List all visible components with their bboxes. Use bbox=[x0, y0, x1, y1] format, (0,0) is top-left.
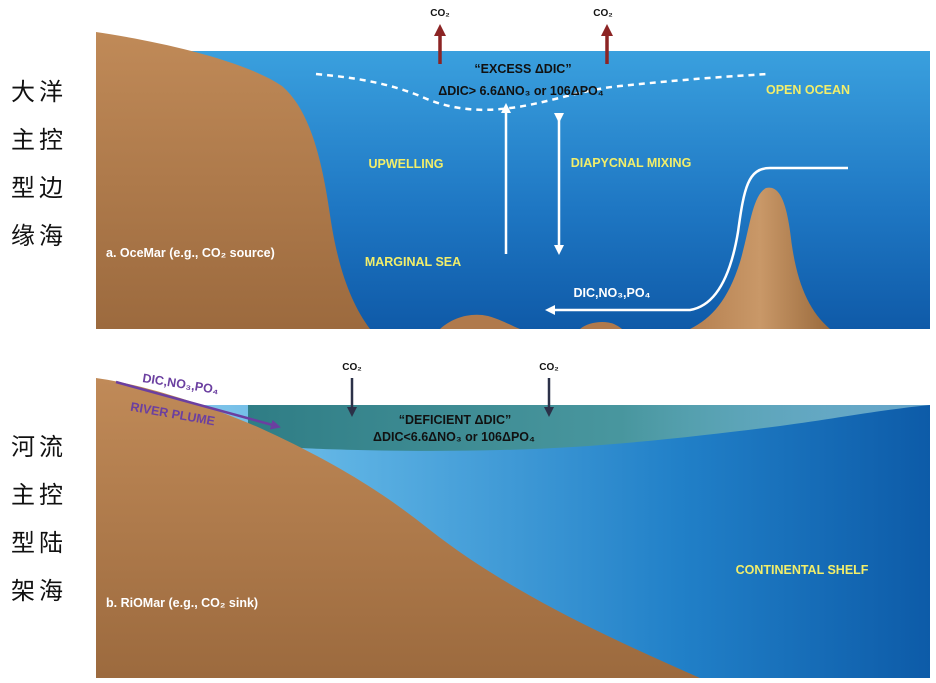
panel-ocean-dominated-margin: CO₂ CO₂ “EXCESS ΔDIC” ΔDIC> 6.6ΔNO₃ or 1… bbox=[96, 8, 930, 329]
upwelling-label: UPWELLING bbox=[369, 157, 444, 171]
side-label-line: 型陆 bbox=[11, 529, 67, 557]
side-label-line: 架海 bbox=[11, 577, 67, 605]
side-label-line: 主控 bbox=[11, 126, 67, 154]
nutrients-label: DIC,NO₃,PO₄ bbox=[573, 286, 650, 300]
deep-inflow-arrow bbox=[545, 166, 848, 315]
deficient-dic-equation: ΔDIC<6.6ΔNO₃ or 106ΔPO₄ bbox=[373, 430, 535, 444]
panel-a-caption: a. OceMar (e.g., CO₂ source) bbox=[106, 246, 275, 260]
continental-landmass bbox=[96, 378, 700, 678]
seabed-bump bbox=[580, 321, 622, 329]
side-label-line: 大洋 bbox=[11, 78, 67, 106]
panel-b-caption: b. RiOMar (e.g., CO₂ sink) bbox=[106, 596, 258, 610]
river-input-arrow bbox=[115, 380, 281, 430]
excess-dic-equation: ΔDIC> 6.6ΔNO₃ or 106ΔPO₄ bbox=[438, 84, 604, 98]
seamount-sill bbox=[690, 187, 830, 329]
side-label-line: 缘海 bbox=[11, 222, 67, 250]
panel-river-dominated-shelf: DIC,NO₃,PO₄ RIVER PLUME CO₂ CO₂ “DEFICIE… bbox=[96, 362, 930, 678]
continental-shelf-label: CONTINENTAL SHELF bbox=[736, 563, 869, 577]
co2-label: CO₂ bbox=[593, 8, 612, 19]
side-label-river-dominated: 河流 主控 型陆 架海 bbox=[6, 423, 72, 615]
excess-dic-title: “EXCESS ΔDIC” bbox=[474, 62, 571, 76]
seabed-bump bbox=[440, 314, 520, 329]
side-label-line: 河流 bbox=[11, 433, 67, 461]
coastal-landmass bbox=[96, 32, 370, 329]
river-plume-layer bbox=[248, 405, 930, 451]
side-label-line: 型边 bbox=[11, 174, 67, 202]
co2-label: CO₂ bbox=[430, 8, 449, 19]
co2-label: CO₂ bbox=[539, 362, 558, 373]
marginal-sea-label: MARGINAL SEA bbox=[365, 255, 461, 269]
diapycnal-mixing-label: DIAPYCNAL MIXING bbox=[571, 156, 692, 170]
water-mass-boundary bbox=[315, 72, 769, 112]
co2-label: CO₂ bbox=[342, 362, 361, 373]
open-ocean-label: OPEN OCEAN bbox=[766, 83, 850, 97]
side-label-ocean-dominated: 大洋 主控 型边 缘海 bbox=[6, 68, 72, 260]
deficient-dic-title: “DEFICIENT ΔDIC” bbox=[399, 413, 511, 427]
side-label-line: 主控 bbox=[11, 481, 67, 509]
